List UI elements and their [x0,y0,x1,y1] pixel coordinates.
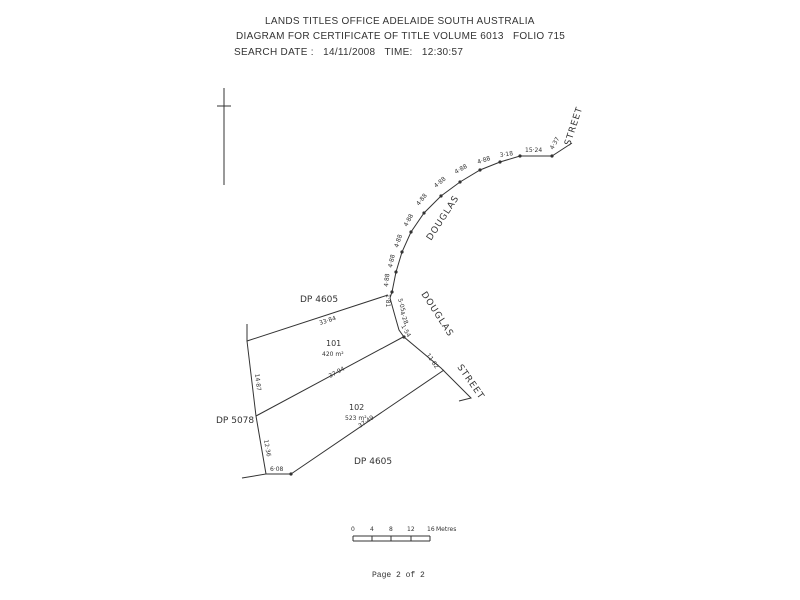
scale-bar-labels: 0 4 8 12 16 Metres [351,526,456,533]
street-name-street-lower: STREET [455,363,486,402]
allotment-102-number: 102 [349,403,364,412]
scale-tick-8: 8 [389,526,393,533]
boundary-dp4605-south [290,369,445,475]
allotment-101-number: 101 [326,339,341,348]
dp-label-west: DP 5078 [216,416,254,426]
dim-west-101: 14·87 [253,373,262,391]
volume-number: 6013 [480,31,504,42]
dim-curve-12: 1·81 [384,294,391,308]
survey-nodes [289,154,554,476]
allotment-101-area: 420 m² [322,351,344,358]
office-heading: LANDS TITLES OFFICE ADELAIDE SOUTH AUSTR… [265,16,535,27]
certificate-heading: DIAGRAM FOR CERTIFICATE OF TITLE VOLUME … [236,31,565,42]
search-date: 14/11/2008 [323,47,376,58]
dim-curve-7: 4·88 [415,192,429,207]
dim-douglas-frontage-b: 4·28 [398,310,409,325]
boundary-101-102 [255,335,406,417]
street-name-douglas-curve: DOUGLAS [425,194,462,243]
douglas-street-curve [389,142,573,299]
dim-boundary-101-102: 37·94 [328,365,347,379]
scale-tick-12: 12 [407,526,415,533]
dim-curve-11: 4·88 [383,273,391,287]
dim-curve-3: 3·18 [499,150,513,159]
dim-curve-4: 4·88 [476,155,491,166]
dim-west-102: 12·36 [262,439,272,457]
scale-tick-4: 4 [370,526,374,533]
allotment-102-area: 523 m² [345,415,367,422]
dim-curve-5: 4·88 [454,163,469,176]
dim-curve-9: 4·88 [393,234,404,249]
dp-label-north: DP 4605 [300,295,338,305]
dim-curve-1: 4·37 [549,136,562,151]
page-number: Page 2 of 2 [372,571,425,580]
scale-bar [352,535,431,542]
street-name-douglas-lower: DOUGLAS [418,290,455,339]
dp-label-south: DP 4605 [354,457,392,467]
folio-label: FOLIO [512,31,545,42]
north-arrow-icon [217,88,231,185]
certificate-label: DIAGRAM FOR CERTIFICATE OF TITLE VOLUME [236,31,478,42]
search-info: SEARCH DATE : 14/11/2008 TIME: 12:30:57 [234,47,463,58]
dim-curve-6: 4·88 [433,175,448,189]
time-label: TIME: [384,47,413,58]
dim-douglas-frontage-a: 5·05 [396,298,406,313]
scale-tick-16: 16 [427,526,435,533]
dim-curve-2: 15·24 [525,147,542,154]
dim-curve-8: 4·88 [403,213,416,228]
dim-douglas-frontage-c: 1·54 [399,324,412,339]
search-time: 12:30:57 [421,47,464,58]
dim-street-frontage-102: 11·82 [424,352,440,370]
dim-curve-10: 4·88 [387,254,397,269]
title-block: LANDS TITLES OFFICE ADELAIDE SOUTH AUSTR… [0,0,800,70]
dim-south-short: 6·08 [270,466,284,473]
folio-number: 715 [547,31,566,42]
boundary-west [241,340,267,479]
scale-unit: Metres [436,526,456,533]
search-date-label: SEARCH DATE : [234,47,314,58]
office-name: LANDS TITLES OFFICE ADELAIDE SOUTH AUSTR… [265,16,535,27]
street-name-top: STREET [563,105,585,146]
scale-tick-0: 0 [351,526,355,533]
